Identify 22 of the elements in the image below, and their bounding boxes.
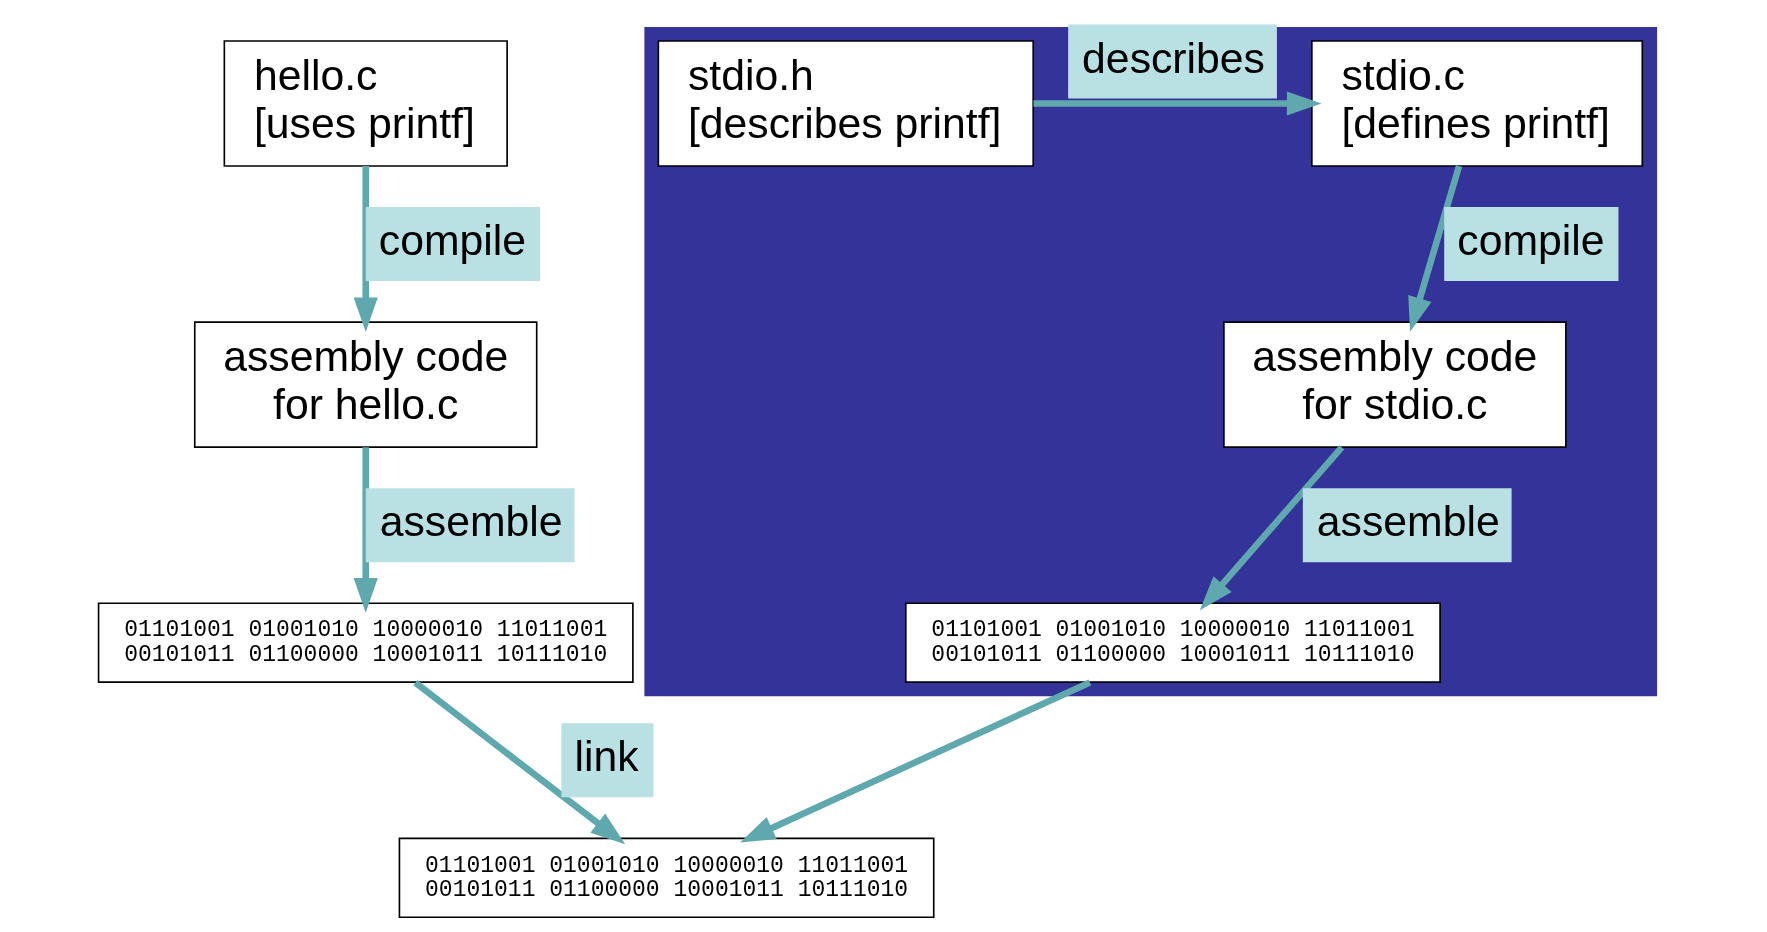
arrow <box>1407 165 1462 332</box>
cluster <box>643 27 1657 697</box>
node-box: assembly code for hello.c <box>193 321 538 448</box>
edge-label: describes <box>1081 33 1265 82</box>
arrow <box>412 680 625 845</box>
node-box: assembly code for stdio.c <box>1222 321 1567 448</box>
arrow <box>353 447 378 613</box>
arrow <box>739 679 1091 843</box>
edge-label: link <box>574 732 639 781</box>
node-box: hello.c [uses printf] <box>223 40 508 167</box>
node-box: 01101001 01001010 10000010 11011001 00101011 01100000 10001011 10111010 <box>398 837 935 919</box>
node-box: 01101001 01001010 10000010 11011001 00101011 01100000 10001011 10111010 <box>97 602 634 683</box>
arrow <box>353 166 378 333</box>
edge-label: compile <box>1456 216 1605 265</box>
node-box: stdio.h [describes printf] <box>657 40 1034 167</box>
arrow <box>1199 445 1344 611</box>
node-box: stdio.c [defines printf] <box>1310 40 1643 167</box>
edge-label: assemble <box>1316 497 1500 546</box>
edge-label: compile <box>378 216 526 265</box>
arrow <box>1032 91 1321 116</box>
edge-label: assemble <box>379 497 563 546</box>
node-box: 01101001 01001010 10000010 11011001 00101011 01100000 10001011 10111010 <box>904 602 1441 683</box>
